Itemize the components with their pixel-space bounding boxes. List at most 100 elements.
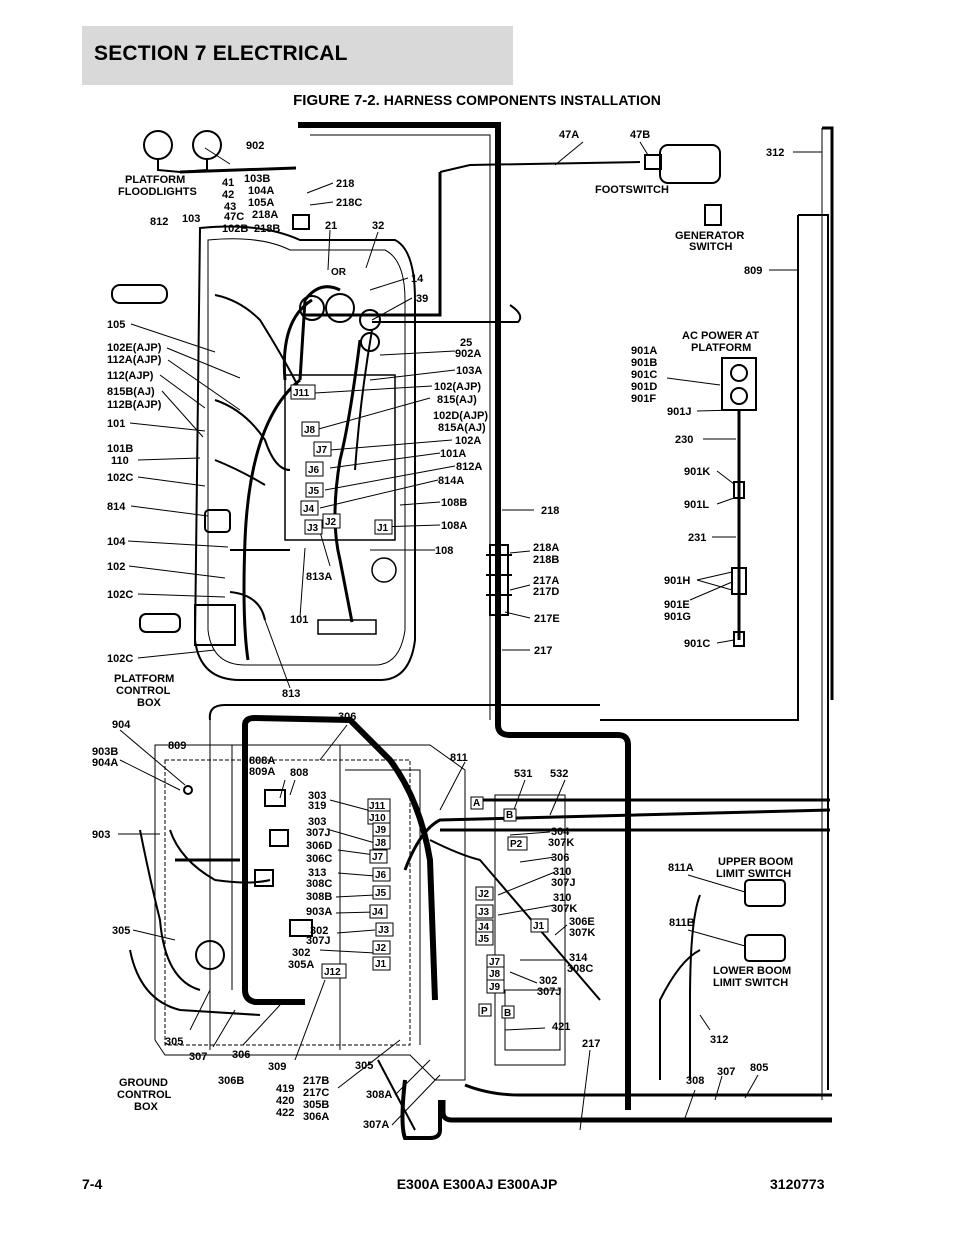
main-harness-cable: [298, 122, 631, 1110]
label-108: 108: [435, 545, 453, 557]
label-306-right: 306: [551, 852, 569, 864]
label-308c: 308C: [306, 878, 332, 890]
label-105: 105: [107, 319, 125, 331]
connector-j11-platform: J11: [293, 388, 310, 399]
label-102d-ajp: 102D(AJP): [433, 410, 488, 422]
label-platform-floodlights-1: PLATFORM: [125, 174, 185, 186]
label-112a-ajp: 112A(AJP): [107, 354, 162, 366]
label-306e: 306E: [569, 916, 595, 928]
section-title: SECTION 7 ELECTRICAL: [94, 42, 348, 65]
label-305-bottom: 305: [165, 1036, 183, 1048]
label-218b: 218B: [254, 223, 280, 235]
label-307-bottom: 307: [189, 1051, 207, 1063]
label-218a: 218A: [252, 209, 278, 221]
label-102: 102: [107, 561, 125, 573]
label-901l: 901L: [684, 499, 709, 511]
label-904a: 904A: [92, 757, 118, 769]
label-532: 532: [550, 768, 568, 780]
label-101b: 101B: [107, 443, 133, 455]
main-connector: [489, 544, 509, 616]
label-lower-boom: LOWER BOOM: [713, 965, 791, 977]
label-102a: 102A: [455, 435, 481, 447]
label-101-lower: 101: [290, 614, 308, 626]
label-ac-power-2: PLATFORM: [691, 342, 751, 354]
label-815-aj: 815(AJ): [437, 394, 477, 406]
label-901k: 901K: [684, 466, 710, 478]
label-901b: 901B: [631, 357, 657, 369]
label-platform-control-box-2: CONTROL: [116, 685, 171, 697]
label-112b-ajp: 112B(AJP): [107, 399, 162, 411]
connector-j6: J6: [375, 870, 387, 881]
connector-j7: J7: [372, 852, 384, 863]
label-switch: SWITCH: [689, 241, 732, 253]
label-422: 422: [276, 1107, 294, 1119]
label-814a: 814A: [438, 475, 464, 487]
label-218c: 218C: [336, 197, 362, 209]
label-420: 420: [276, 1095, 294, 1107]
label-47a: 47A: [559, 129, 579, 141]
label-303: 303: [308, 790, 326, 802]
label-platform-control-box-1: PLATFORM: [114, 673, 174, 685]
label-811a: 811A: [668, 862, 694, 874]
label-901c: 901C: [631, 369, 657, 381]
label-218a-right: 218A: [533, 542, 559, 554]
label-808a: 808A: [249, 755, 275, 767]
connector-j12: J12: [324, 967, 341, 978]
label-809-right: 809: [744, 265, 762, 277]
label-43: 43: [224, 201, 236, 213]
label-308b: 308B: [306, 891, 332, 903]
label-308: 308: [686, 1075, 704, 1087]
connector-j2-platform: J2: [325, 517, 337, 528]
label-104: 104: [107, 536, 126, 548]
label-101a: 101A: [440, 448, 466, 460]
label-312-top: 312: [766, 147, 784, 159]
label-303-b: 303: [308, 816, 326, 828]
label-footswitch: FOOTSWITCH: [595, 184, 669, 196]
figure-number: FIGURE 7-2.: [293, 92, 380, 109]
connector-p: P: [481, 1006, 488, 1017]
label-21: 21: [325, 220, 337, 232]
label-39: 39: [416, 293, 428, 305]
connector-j4-right: J4: [478, 922, 490, 933]
connector-a: A: [473, 798, 480, 809]
label-903b: 903B: [92, 746, 118, 758]
label-308c-right: 308C: [567, 963, 593, 975]
label-103: 103: [182, 213, 200, 225]
label-217b: 217B: [303, 1075, 329, 1087]
generator-switch: [704, 204, 722, 226]
label-103b: 103B: [244, 173, 270, 185]
label-307j-b: 307J: [306, 935, 330, 947]
label-lower-limit-switch: LIMIT SWITCH: [713, 977, 788, 989]
connector-j11: J11: [369, 801, 386, 812]
connector-j5-platform: J5: [308, 486, 320, 497]
label-307k: 307K: [548, 837, 574, 849]
label-309: 309: [268, 1061, 286, 1073]
label-901j: 901J: [667, 406, 691, 418]
label-305a: 305A: [288, 959, 314, 971]
ground-harness-loop: [242, 714, 438, 1001]
label-104a: 104A: [248, 185, 274, 197]
platform-loop-cable: [305, 172, 442, 317]
label-217c: 217C: [303, 1087, 329, 1099]
label-231: 231: [688, 532, 706, 544]
label-108a: 108A: [441, 520, 467, 532]
control-panel: [284, 374, 396, 541]
floodlight-left: [143, 130, 173, 160]
label-901f: 901F: [631, 393, 656, 405]
connector-j2-right: J2: [478, 889, 490, 900]
label-307a: 307A: [363, 1119, 389, 1131]
label-307k-b: 307K: [551, 903, 577, 915]
label-generator: GENERATOR: [675, 230, 744, 242]
label-812a: 812A: [456, 461, 482, 473]
label-808: 808: [290, 767, 308, 779]
label-302: 302: [310, 925, 328, 937]
label-ground-control-box-1: GROUND: [119, 1077, 168, 1089]
label-101: 101: [107, 418, 125, 430]
label-307-right: 307: [717, 1066, 735, 1078]
label-901g: 901G: [664, 611, 691, 623]
label-102e-ajp: 102E(AJP): [107, 342, 162, 354]
label-306b: 306B: [218, 1075, 244, 1087]
label-306-top: 306: [338, 711, 356, 723]
label-218b-right: 218B: [533, 554, 559, 566]
